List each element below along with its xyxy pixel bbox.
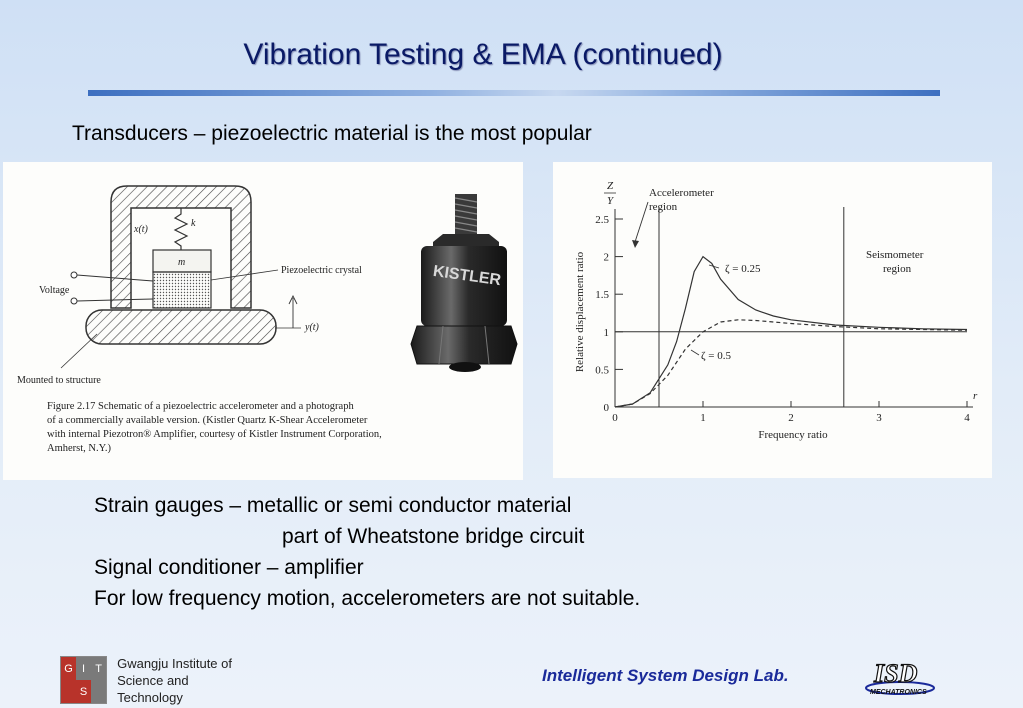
caption-line-3: with internal Piezotron® Amplifier, cour… bbox=[47, 429, 382, 440]
series-pointer-1 bbox=[690, 349, 700, 356]
gist-name-line-1: Gwangju Institute of bbox=[117, 655, 232, 671]
isd-logo-text: ISD bbox=[873, 659, 918, 688]
base-plate bbox=[85, 309, 277, 345]
series-label-zeta-05: ζ = 0.5 bbox=[701, 350, 732, 362]
label-k: k bbox=[191, 218, 196, 229]
accelerometer-schematic: x(t) k m Piezoelectric crystal Voltage y… bbox=[17, 185, 518, 454]
series-line-1 bbox=[614, 319, 968, 408]
spring bbox=[173, 208, 189, 250]
y-tick-label-2: 1 bbox=[604, 327, 610, 339]
housing bbox=[110, 185, 252, 309]
series-label-zeta-025: ζ = 0.25 bbox=[725, 263, 761, 275]
accelerometer-pointer bbox=[634, 201, 649, 243]
bullet-low-frequency: For low frequency motion, accelerometers… bbox=[94, 587, 641, 610]
gist-logo: G I T S Gwangju Institute of Science and… bbox=[60, 655, 255, 705]
annotation-accelerometer-1: Accelerometer bbox=[649, 187, 714, 199]
annotation-seismometer-2: region bbox=[883, 263, 912, 275]
x-axis-end-label: r bbox=[973, 390, 978, 402]
isd-logo-sub: MECHATRONICS bbox=[870, 689, 927, 696]
y-axis-label: Relative displacement ratio bbox=[574, 251, 586, 372]
gist-name: Gwangju Institute of Science and Technol… bbox=[117, 655, 255, 706]
label-voltage: Voltage bbox=[39, 285, 70, 296]
y-tick-label-4: 2 bbox=[604, 252, 610, 264]
label-y-t: y(t) bbox=[304, 322, 320, 333]
gist-emblem: G I T S bbox=[60, 656, 108, 704]
kistler-photo: KISTLER bbox=[410, 194, 518, 372]
gist-cell-blank-2 bbox=[91, 680, 107, 703]
isd-logo: ISD MECHATRONICS bbox=[865, 658, 935, 696]
x-tick-label-3: 3 bbox=[876, 412, 882, 424]
x-tick-label-1: 1 bbox=[700, 412, 706, 424]
gist-letter-i: I bbox=[76, 657, 92, 680]
x-tick-label-4: 4 bbox=[964, 412, 970, 424]
label-crystal: Piezoelectric crystal bbox=[281, 265, 362, 276]
label-m: m bbox=[178, 257, 185, 268]
caption-line-2: of a commercially available version. (Ki… bbox=[47, 415, 368, 426]
label-mounted: Mounted to structure bbox=[17, 375, 101, 386]
accelerometer-figure: x(t) k m Piezoelectric crystal Voltage y… bbox=[3, 162, 523, 480]
caption-line-4: Amherst, N.Y.) bbox=[47, 443, 111, 454]
bullet-signal-conditioner: Signal conditioner – amplifier bbox=[94, 556, 364, 579]
gist-cell-blank-1 bbox=[61, 680, 77, 703]
gist-letter-t: T bbox=[91, 657, 107, 680]
series-pointer-0 bbox=[708, 264, 720, 269]
x-axis-label: Frequency ratio bbox=[758, 429, 828, 441]
gist-name-line-2: Science and Technology bbox=[117, 672, 189, 705]
y-tick-label-0: 0 bbox=[604, 402, 610, 414]
accelerometer-pointer-head bbox=[632, 240, 639, 248]
x-tick-label-0: 0 bbox=[612, 412, 618, 424]
lab-name: Intelligent System Design Lab. bbox=[542, 666, 789, 685]
series-line-0 bbox=[614, 255, 968, 408]
y-tick-label-5: 2.5 bbox=[595, 214, 609, 226]
bullet-list: Strain gauges – metallic or semi conduct… bbox=[94, 490, 640, 614]
annotation-accelerometer-2: region bbox=[649, 201, 678, 213]
gist-letter-g: G bbox=[61, 657, 77, 680]
label-x-t: x(t) bbox=[133, 224, 149, 235]
x-tick-label-2: 2 bbox=[788, 412, 794, 424]
y-tick-label-1: 0.5 bbox=[595, 364, 609, 376]
slide-title: Vibration Testing & EMA (continued) bbox=[243, 38, 723, 71]
gist-letter-s: S bbox=[76, 680, 92, 703]
y-tick-label-3: 1.5 bbox=[595, 289, 609, 301]
slide-subtitle: Transducers – piezoelectric material is … bbox=[72, 122, 592, 145]
bullet-wheatstone: part of Wheatstone bridge circuit bbox=[282, 525, 585, 548]
title-underline bbox=[88, 90, 940, 96]
annotation-seismometer-1: Seismometer bbox=[866, 249, 924, 261]
caption-line-1: Figure 2.17 Schematic of a piezoelectric… bbox=[47, 401, 354, 412]
bullet-strain-gauges: Strain gauges – metallic or semi conduct… bbox=[94, 494, 572, 517]
piezo-crystal bbox=[152, 271, 212, 309]
